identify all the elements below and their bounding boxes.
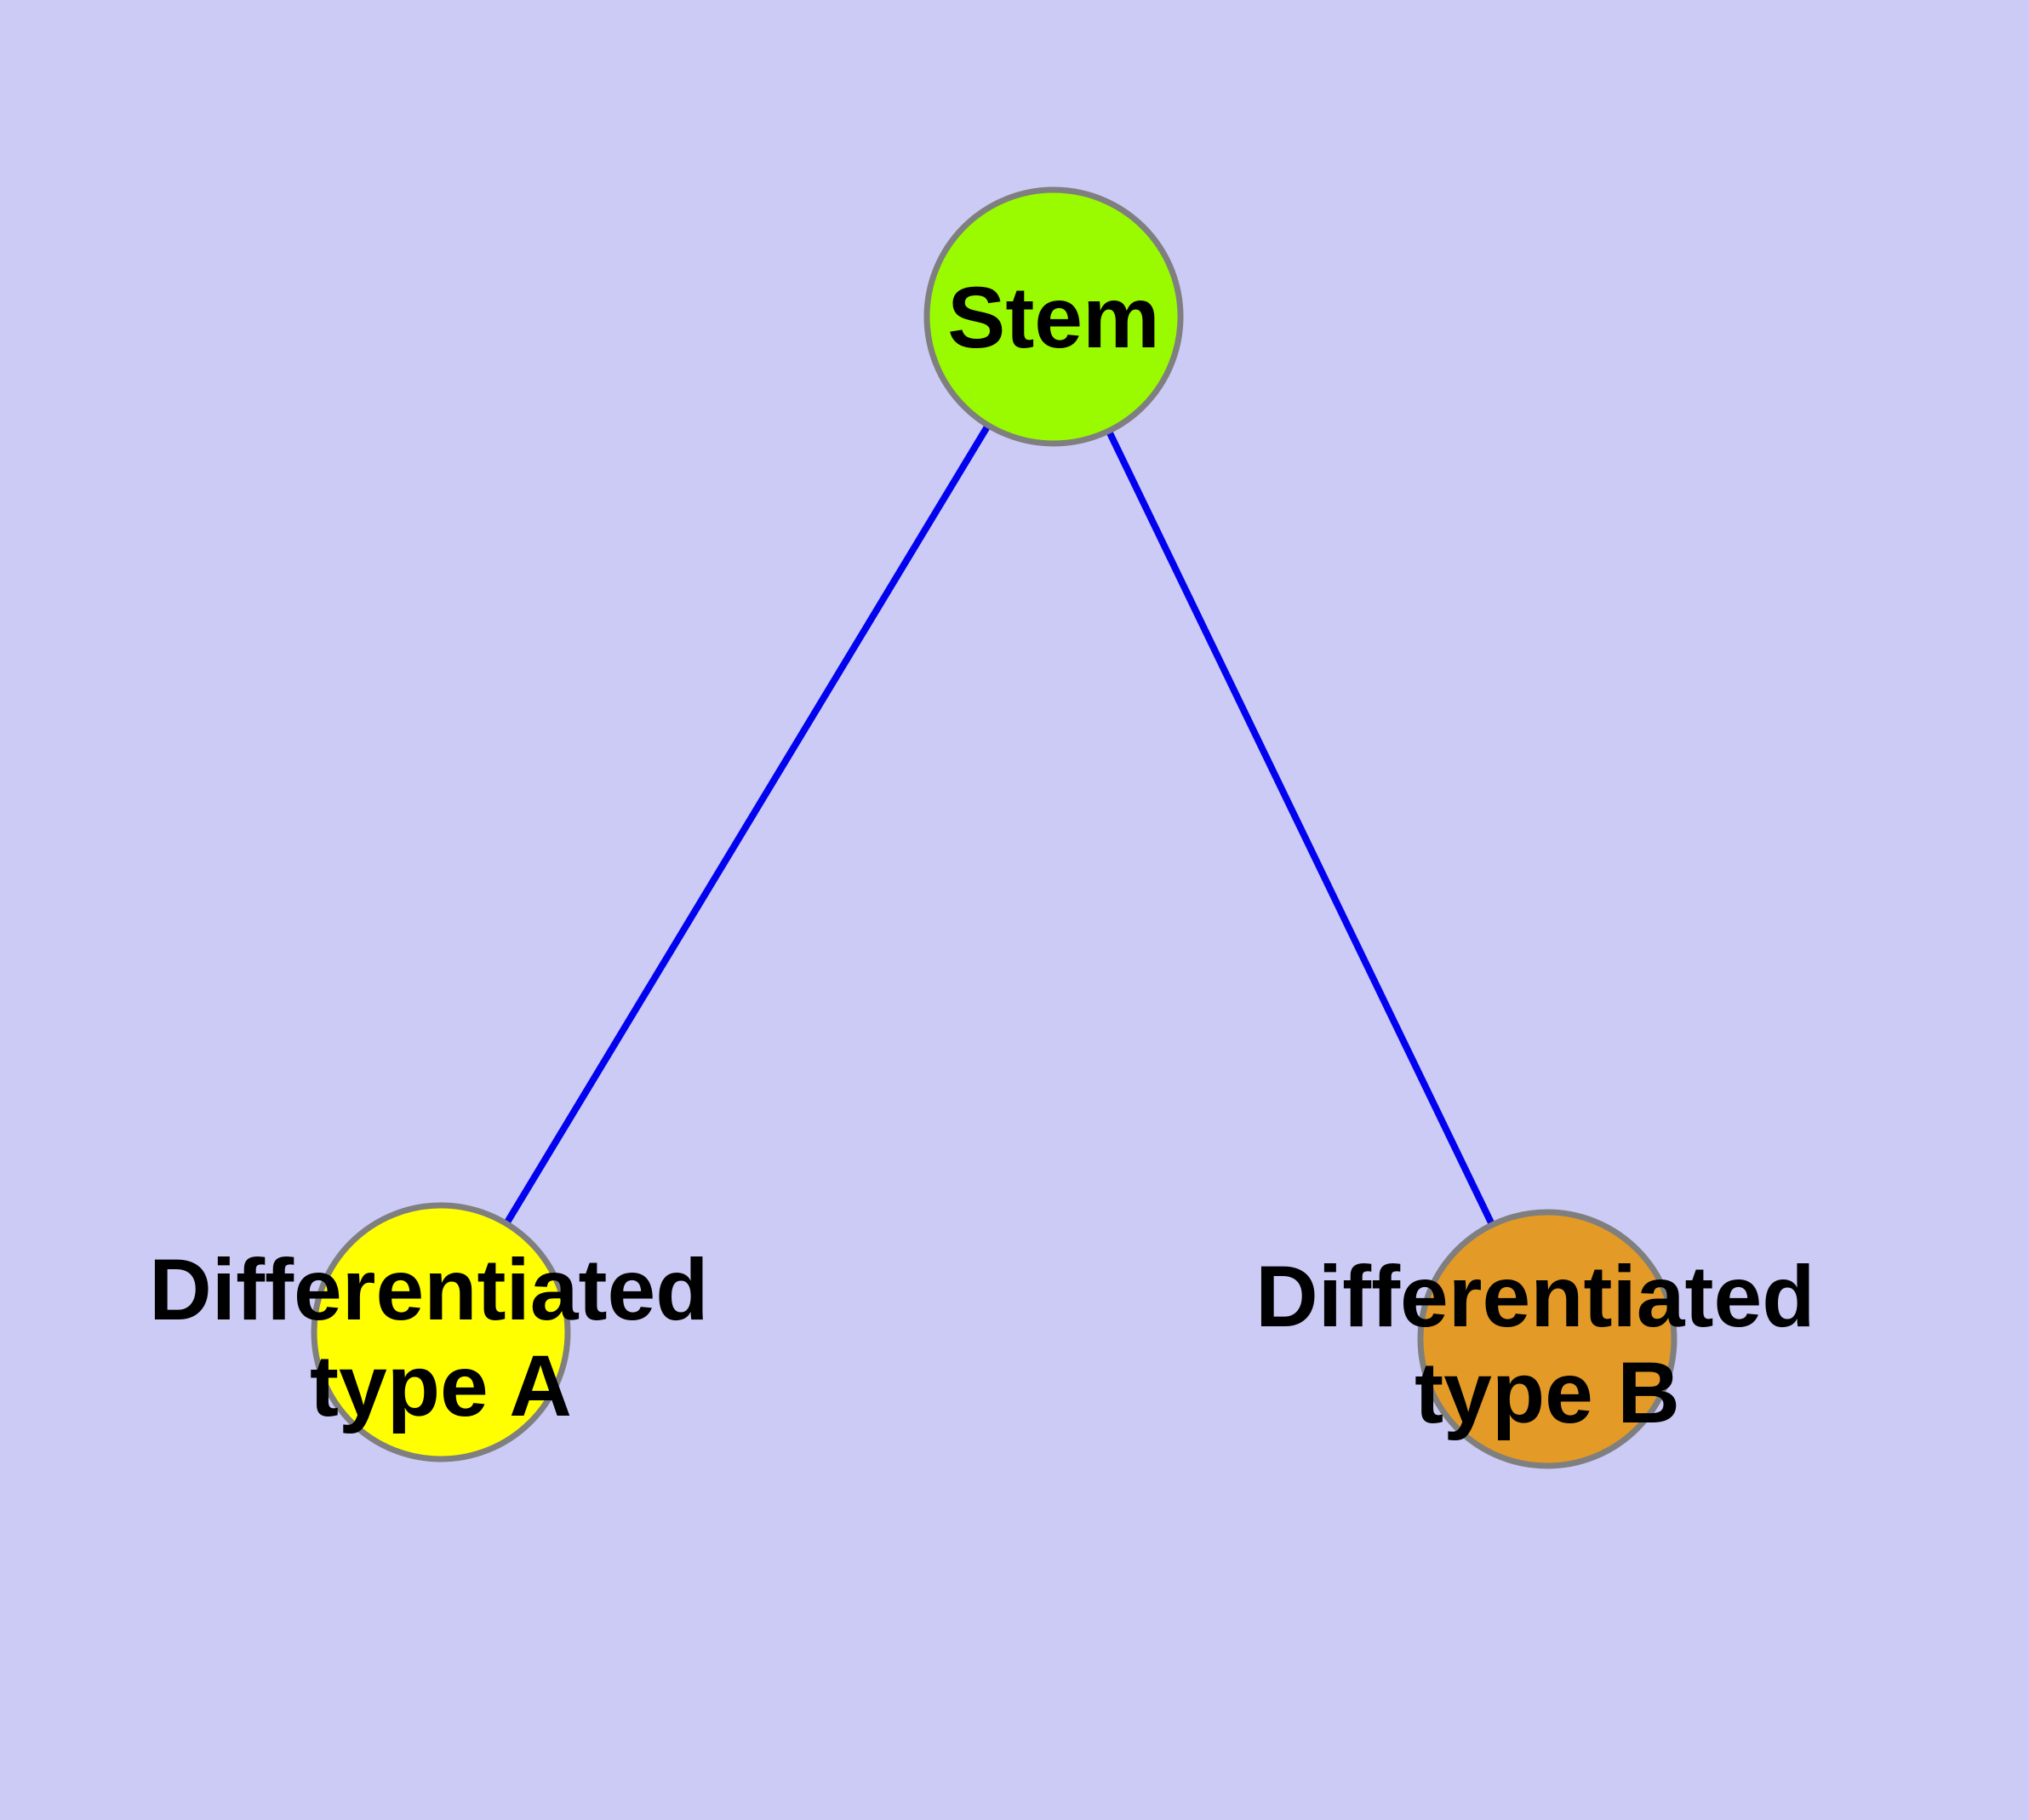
node-stem-circle[interactable] (923, 186, 1184, 447)
node-type-b-label-line2: type B (1415, 1344, 1680, 1441)
edge-stem-to-type-a (437, 314, 1057, 1335)
node-type-a-label-line1: Differentiated (149, 1241, 708, 1338)
node-type-b-label-line1: Differentiated (1255, 1248, 1815, 1345)
node-differentiated-type-a[interactable]: Differentiated type A (149, 1202, 733, 1462)
node-type-a-label-line2: type A (310, 1337, 572, 1434)
node-type-b-label: Differentiated type B (1255, 1248, 1839, 1441)
node-type-a-circle[interactable] (311, 1202, 571, 1462)
node-type-b-circle[interactable] (1417, 1209, 1677, 1469)
node-type-a-label: Differentiated type A (149, 1241, 733, 1434)
node-stem[interactable]: Stem (923, 186, 1184, 447)
node-differentiated-type-b[interactable]: Differentiated type B (1255, 1209, 1839, 1469)
edge-stem-to-type-b (1050, 315, 1551, 1341)
node-stem-label: Stem (947, 269, 1159, 366)
